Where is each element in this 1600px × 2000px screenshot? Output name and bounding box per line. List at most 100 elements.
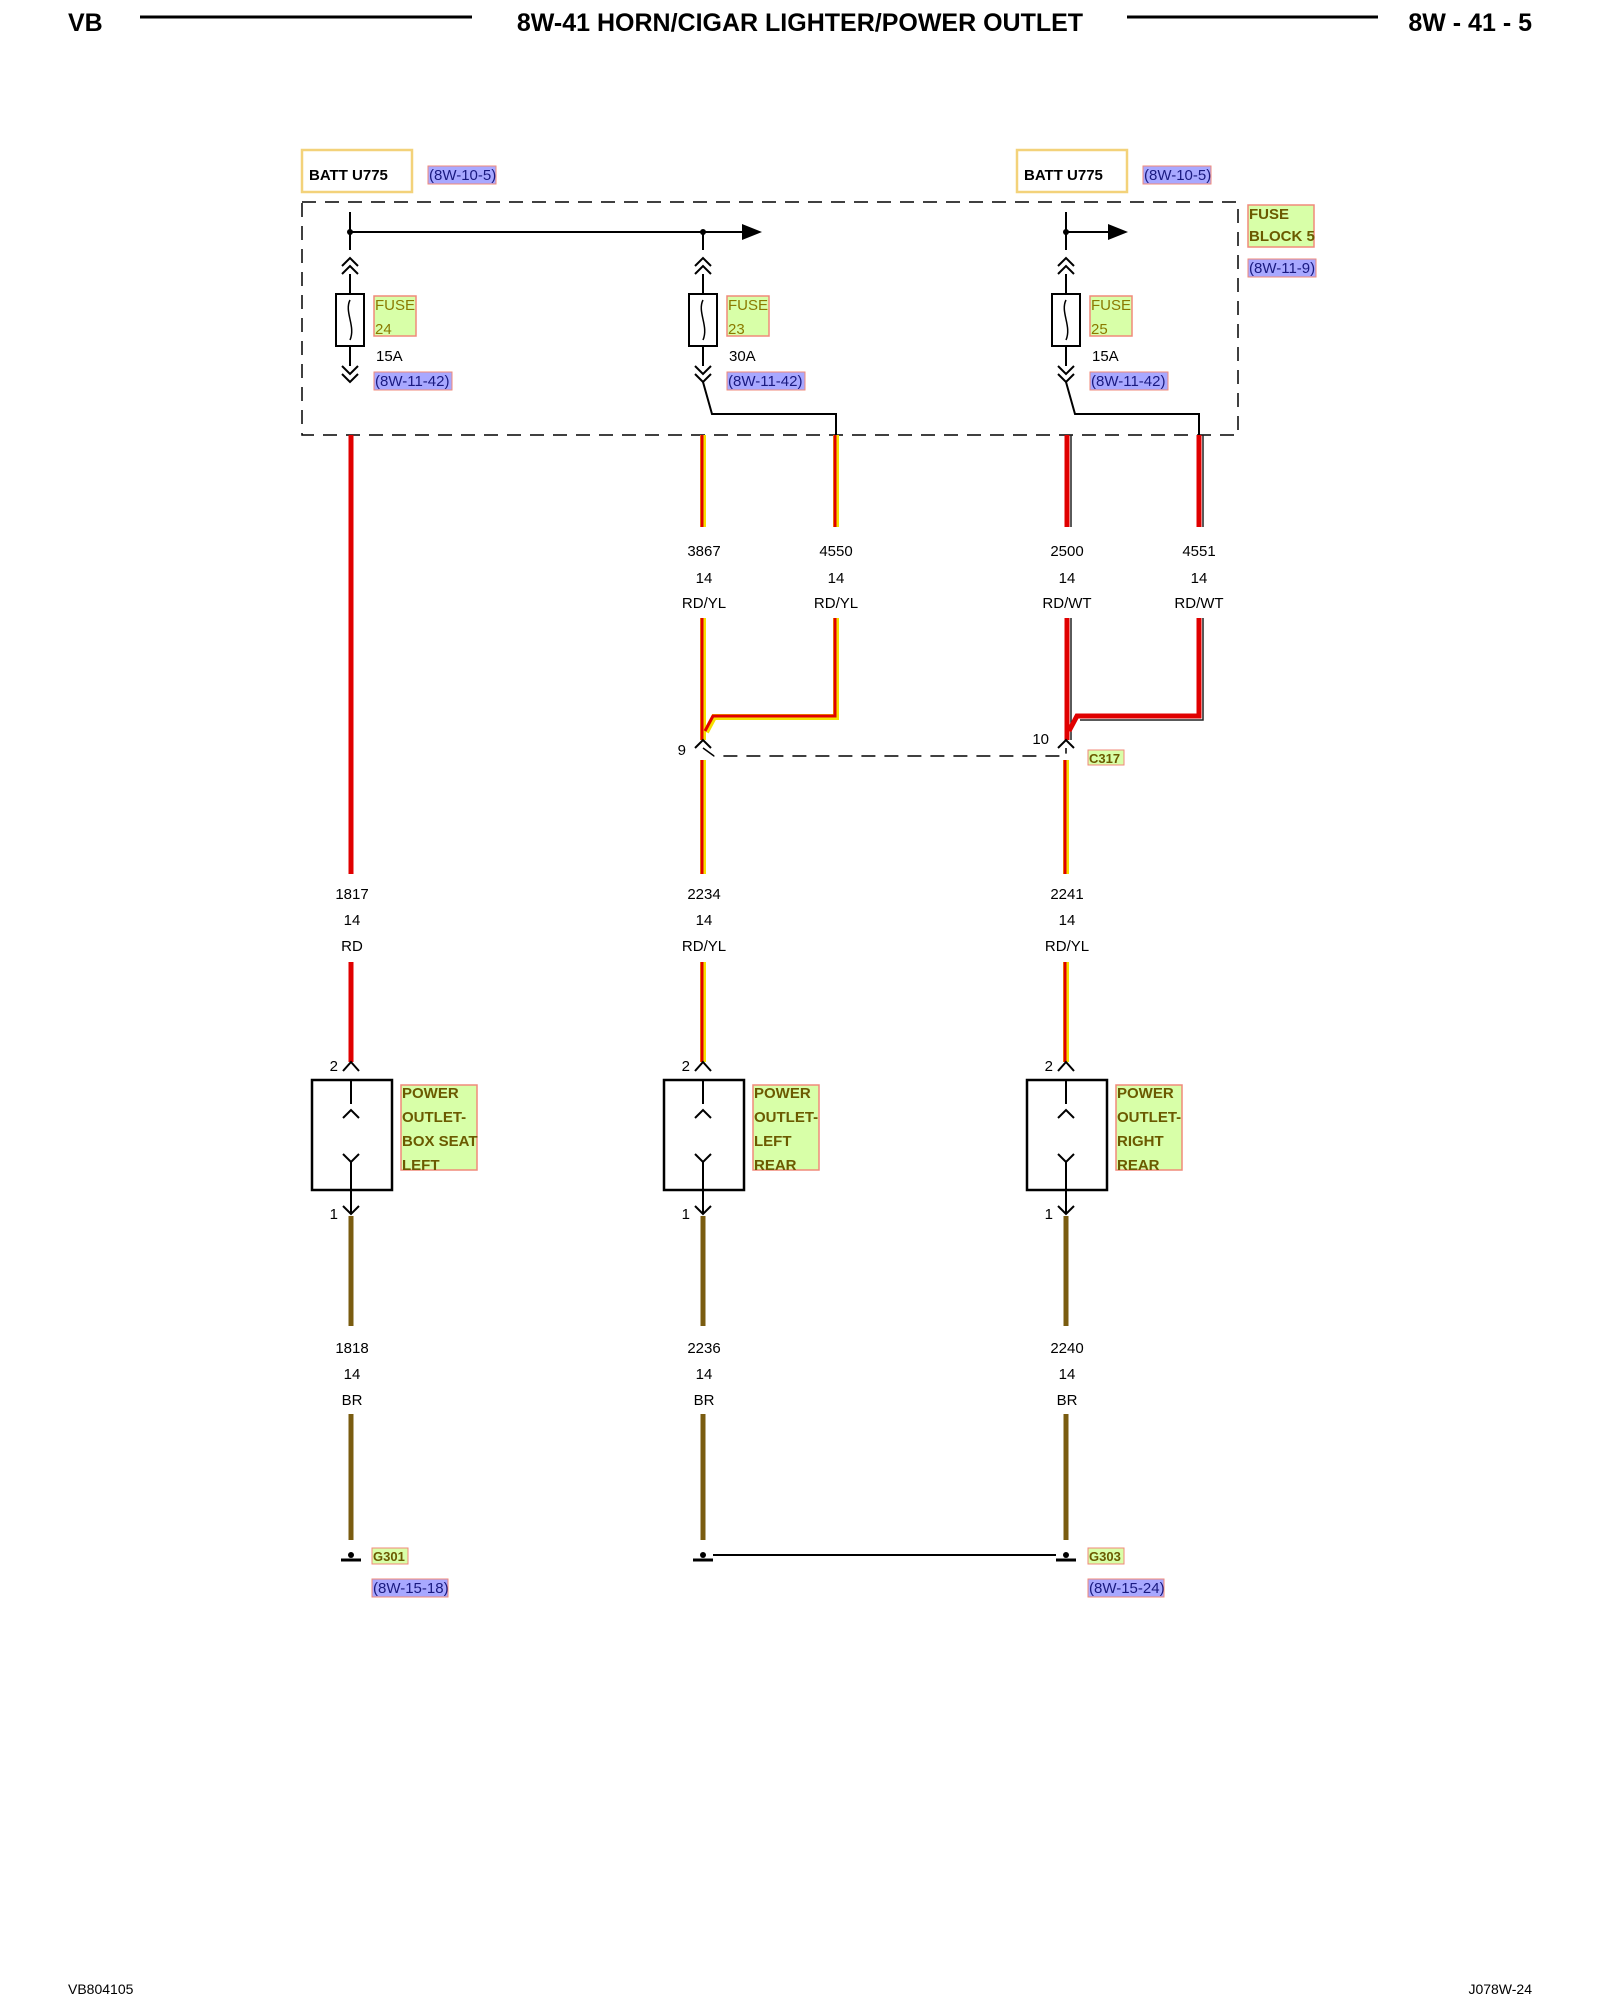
fuse-rating: 30A xyxy=(729,348,756,365)
power-outlet-left-rear: 2 1 POWER OUTLET- LEFT REAR xyxy=(662,1058,820,1223)
wire-4551 xyxy=(1066,435,1204,733)
arrow-right-icon xyxy=(1108,224,1128,240)
outlet-label-line: LEFT xyxy=(402,1157,440,1174)
connector-chevron-icon xyxy=(1057,738,1075,749)
outlet-label-line: RIGHT xyxy=(1117,1133,1164,1150)
connector-chevron-icon xyxy=(694,365,712,384)
wire-gauge: 14 xyxy=(1059,1366,1076,1383)
connector-pin-right: 10 xyxy=(1032,731,1049,748)
wire-circuit: 2234 xyxy=(687,886,720,903)
wire-gauge: 14 xyxy=(828,570,845,587)
fuse-block-ref: (8W-11-9) xyxy=(1249,260,1315,277)
outlet-label-line: OUTLET- xyxy=(1117,1109,1181,1126)
ground-ref-bg xyxy=(1087,1578,1165,1598)
outlet-label-bg xyxy=(752,1084,820,1171)
outlet-label-line: POWER xyxy=(1117,1085,1174,1102)
connector-c317: 9 10 C317 xyxy=(678,731,1125,766)
footer-left: VB804105 xyxy=(68,1981,134,1997)
wire-color: RD/WT xyxy=(1042,595,1091,612)
ground-name: G301 xyxy=(373,1549,405,1564)
wire-circuit: 3867 xyxy=(687,543,720,560)
wire-color: RD/YL xyxy=(682,595,726,612)
batt-ref: (8W-10-5) xyxy=(1144,167,1211,184)
fuse-label-bg xyxy=(373,295,417,337)
wire-4550 xyxy=(703,435,839,734)
wire-gauge: 14 xyxy=(1059,912,1076,929)
fuse-element-icon xyxy=(1063,299,1069,341)
connector-chevron-icon xyxy=(341,365,359,384)
fuse-block-label-bg xyxy=(1247,204,1315,248)
fuse-ref: (8W-11-42) xyxy=(1091,373,1165,390)
wire-circuit: 1818 xyxy=(335,1340,368,1357)
wire-circuit: 4551 xyxy=(1182,543,1215,560)
fuse-ref: (8W-11-42) xyxy=(728,373,802,390)
wire-color: BR xyxy=(1057,1392,1078,1409)
wire-gauge: 14 xyxy=(1059,570,1076,587)
connector-chevron-icon xyxy=(694,738,712,749)
outlet-label-line: LEFT xyxy=(754,1133,792,1150)
fuse-label1: FUSE xyxy=(1091,297,1131,314)
outlet-pin-bottom: 1 xyxy=(1045,1206,1053,1223)
splice-dot xyxy=(348,1552,354,1558)
contact-chevron-icon xyxy=(694,1108,712,1119)
batt-ref: (8W-10-5) xyxy=(429,167,496,184)
batt-ref-bg xyxy=(427,165,497,185)
ground-ref: (8W-15-24) xyxy=(1089,1580,1165,1597)
wire-color: BR xyxy=(342,1392,363,1409)
fuse-ref-bg xyxy=(373,371,453,391)
fuse-label-bg xyxy=(1089,295,1133,337)
batt-box xyxy=(300,148,414,194)
power-outlet-box-seat-left: 2 1 POWER OUTLET- BOX SEAT LEFT xyxy=(310,1058,478,1223)
ground-wire-labels: 1818 14 BR 2236 14 BR 2240 14 BR xyxy=(335,1340,1083,1409)
fuse-ref-bg xyxy=(726,371,806,391)
footer-right: J078W-24 xyxy=(1468,1981,1532,1997)
fuse-split-line xyxy=(1065,381,1200,435)
connector-label-bg xyxy=(1087,749,1125,766)
ground-g301: G301 (8W-15-18) xyxy=(341,1547,449,1598)
connector-chevron-icon xyxy=(694,256,712,275)
wire-3867 xyxy=(700,435,706,740)
outlet-label-line: POWER xyxy=(402,1085,459,1102)
ground-link xyxy=(693,1552,1056,1562)
wire-color: BR xyxy=(694,1392,715,1409)
wire-color: RD xyxy=(341,938,363,955)
fuse-split-line xyxy=(702,381,837,435)
fuse-block-label: FUSE BLOCK 5 (8W-11-9) xyxy=(1247,204,1317,278)
batt-label-right: BATT U775 (8W-10-5) xyxy=(1015,148,1212,194)
contact-chevron-icon xyxy=(342,1108,360,1119)
wire-circuit: 2500 xyxy=(1050,543,1083,560)
wire-gauge: 14 xyxy=(344,912,361,929)
fuse-rating: 15A xyxy=(1092,348,1119,365)
wire-2241 xyxy=(1063,760,1069,1062)
wire-circuit: 2240 xyxy=(1050,1340,1083,1357)
wire-2500 xyxy=(1064,435,1072,740)
wire-circuit: 2241 xyxy=(1050,886,1083,903)
contact-chevron-icon xyxy=(1057,1108,1075,1119)
fuse-label-bg xyxy=(726,295,770,337)
wire-2234 xyxy=(700,760,706,1062)
fuse-element-icon xyxy=(347,299,353,341)
arrow-right-icon xyxy=(742,224,762,240)
connector-chevron-icon xyxy=(1057,1060,1075,1072)
splice-dot xyxy=(700,1552,706,1558)
wire-circuit: 2236 xyxy=(687,1340,720,1357)
ground-g303: G303 (8W-15-24) xyxy=(1056,1547,1165,1598)
page-title: 8W-41 HORN/CIGAR LIGHTER/POWER OUTLET xyxy=(517,9,1083,37)
connector-chevron-icon xyxy=(1057,365,1075,384)
ground-ref-bg xyxy=(371,1578,449,1598)
fuse-symbol xyxy=(688,293,718,347)
page-number: 8W - 41 - 5 xyxy=(1408,9,1532,37)
outlet-label-line: REAR xyxy=(754,1157,797,1174)
fuse-element-icon xyxy=(700,299,706,341)
batt-name: BATT U775 xyxy=(1024,167,1103,184)
wire-color: RD/WT xyxy=(1174,595,1223,612)
fuse-block-line2: BLOCK 5 xyxy=(1249,228,1315,245)
fuse-ref-bg xyxy=(1089,371,1169,391)
fuse-label2: 24 xyxy=(375,321,392,338)
outlet-pin-bottom: 1 xyxy=(330,1206,338,1223)
outlet-pin-top: 2 xyxy=(682,1058,690,1075)
outlet-label-bg xyxy=(400,1084,478,1171)
outlet-label-line: POWER xyxy=(754,1085,811,1102)
upper-wire-labels: 3867 14 RD/YL 4550 14 RD/YL 2500 14 RD/W… xyxy=(682,543,1224,612)
